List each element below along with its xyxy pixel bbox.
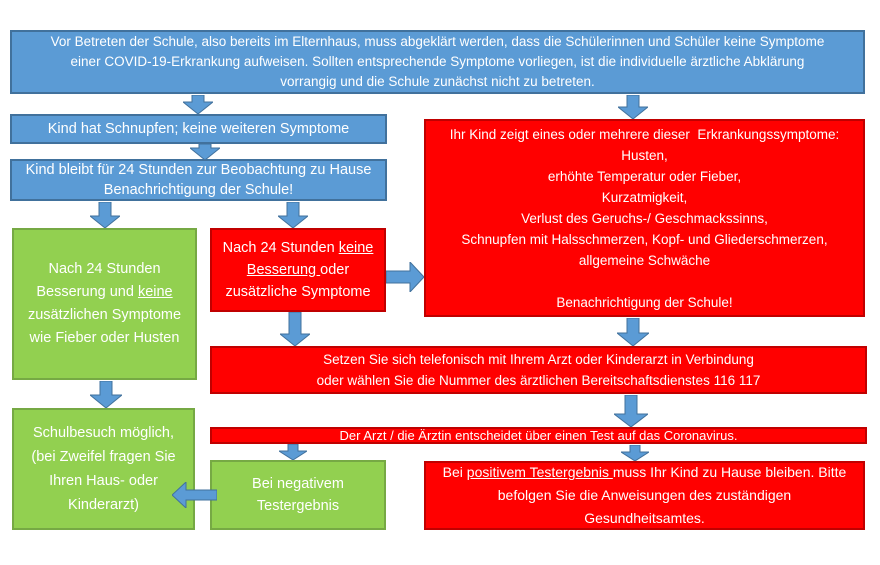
besserung-line-3: zusätzlichen Symptome bbox=[27, 307, 182, 323]
beobachtung-line-2: Benachrichtigung der Schule! bbox=[103, 182, 294, 198]
intro-line-1: Vor Betreten der Schule, also bereits im… bbox=[50, 34, 825, 49]
arzt-kontakt-line-2: oder wählen Sie die Nummer des ärztliche… bbox=[316, 373, 761, 388]
negativ-line-1: Bei negativem bbox=[252, 476, 344, 492]
test-entscheidung-bar: Der Arzt / die Ärztin entscheidet über e… bbox=[210, 427, 867, 444]
besserung-box: Nach 24 Stunden Besserung und keine zusä… bbox=[12, 228, 197, 380]
positiv-text: Bei positivem Testergebnis muss Ihr Kind… bbox=[442, 464, 847, 526]
symptome-line: allgemeine Schwäche bbox=[578, 252, 711, 268]
beobachtung-box: Kind bleibt für 24 Stunden zur Beobachtu… bbox=[10, 159, 387, 201]
arrow-intro-to-schnupfen-icon bbox=[183, 95, 213, 114]
arrow-keine-besserung-to-arzt-kontakt-icon bbox=[280, 312, 310, 346]
symptome-line: erhöhte Temperatur oder Fieber, bbox=[547, 168, 742, 184]
schulbesuch-line-2: (bei Zweifel fragen Sie bbox=[31, 449, 176, 465]
schulbesuch-box: Schulbesuch möglich, (bei Zweifel fragen… bbox=[12, 408, 195, 530]
arzt-kontakt-line-1: Setzen Sie sich telefonisch mit Ihrem Ar… bbox=[323, 352, 754, 367]
arrow-keine-besserung-to-symptome-icon bbox=[386, 262, 424, 292]
arzt-kontakt-box: Setzen Sie sich telefonisch mit Ihrem Ar… bbox=[210, 346, 867, 394]
arrow-beobachtung-to-keine-besserung-icon bbox=[278, 202, 308, 228]
keine-besserung-line-1: Nach 24 Stunden keine bbox=[222, 240, 374, 256]
symptome-line: Verlust des Geruchs-/ Geschmackssinns, bbox=[521, 210, 768, 226]
symptome-line: Schnupfen mit Halsschmerzen, Kopf- und G… bbox=[461, 231, 828, 247]
symptome-line: Ihr Kind zeigt eines oder mehrere dieser… bbox=[449, 126, 840, 142]
schulbesuch-line-1: Schulbesuch möglich, bbox=[32, 425, 175, 441]
positiv-test-box: Bei positivem Testergebnis muss Ihr Kind… bbox=[424, 461, 865, 530]
keine-besserung-box: Nach 24 Stunden keine Besserung oder zus… bbox=[210, 228, 386, 312]
schulbesuch-line-4: Kinderarzt) bbox=[68, 497, 139, 513]
intro-line-3: vorrangig und die Schule zunächst nicht … bbox=[280, 74, 595, 89]
arrow-test-to-negativ-icon bbox=[279, 444, 307, 460]
besserung-line-4: wie Fieber oder Husten bbox=[29, 330, 180, 346]
arrow-besserung-to-schulbesuch-icon bbox=[90, 381, 122, 408]
arrow-beobachtung-to-besserung-icon bbox=[90, 202, 120, 228]
test-entscheidung-text: Der Arzt / die Ärztin entscheidet über e… bbox=[339, 428, 738, 443]
symptome-line bbox=[426, 271, 863, 292]
symptome-box: Ihr Kind zeigt eines oder mehrere dieser… bbox=[424, 119, 865, 317]
symptome-line: Kurzatmigkeit, bbox=[601, 189, 688, 205]
schulbesuch-line-3: Ihren Haus- oder bbox=[49, 473, 158, 489]
keine-besserung-line-2: Besserung oder bbox=[246, 262, 350, 278]
besserung-line-2: Besserung und keine bbox=[36, 284, 173, 300]
arrow-arzt-kontakt-to-test-entscheidung-icon bbox=[614, 395, 648, 427]
beobachtung-line-1: Kind bleibt für 24 Stunden zur Beobachtu… bbox=[25, 162, 372, 178]
besserung-line-1: Nach 24 Stunden bbox=[48, 261, 161, 277]
arrow-test-to-positiv-icon bbox=[621, 445, 649, 461]
symptome-line: Husten, bbox=[621, 147, 668, 163]
arrow-schnupfen-to-beobachtung-icon bbox=[190, 144, 220, 160]
intro-box: Vor Betreten der Schule, also bereits im… bbox=[10, 30, 865, 94]
keine-besserung-line-3: zusätzliche Symptome bbox=[225, 284, 371, 300]
arrow-intro-to-symptome-icon bbox=[618, 95, 648, 119]
negativ-test-box: Bei negativem Testergebnis bbox=[210, 460, 386, 530]
negativ-line-2: Testergebnis bbox=[256, 498, 340, 514]
intro-line-2: einer COVID-19-Erkrankung aufweisen. Sol… bbox=[70, 54, 805, 69]
arrow-negativ-to-schulbesuch-icon bbox=[172, 482, 217, 508]
arrow-symptome-to-arzt-kontakt-icon bbox=[617, 318, 649, 346]
symptome-line: Benachrichtigung der Schule! bbox=[556, 294, 733, 310]
schnupfen-text: Kind hat Schnupfen; keine weiteren Sympt… bbox=[47, 121, 350, 137]
schnupfen-box: Kind hat Schnupfen; keine weiteren Sympt… bbox=[10, 114, 387, 144]
